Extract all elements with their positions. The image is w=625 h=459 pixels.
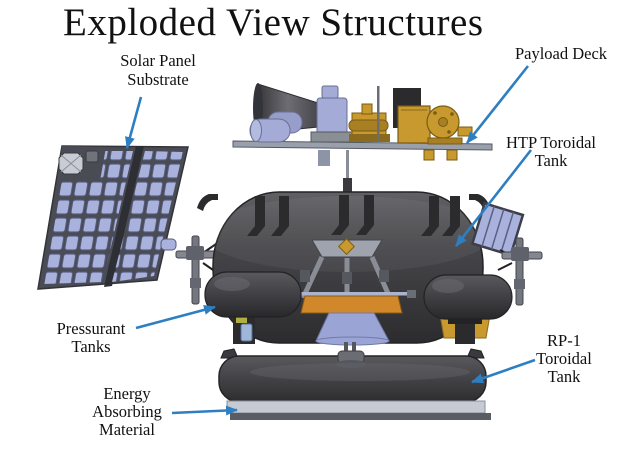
antenna-rod bbox=[377, 86, 380, 142]
camera-pedestal bbox=[310, 131, 354, 143]
pump-base bbox=[349, 134, 390, 142]
wing-slat bbox=[490, 208, 505, 250]
label-line: Substrate bbox=[127, 70, 188, 89]
panel-connector-cell bbox=[160, 238, 177, 251]
cylinder-end-cap bbox=[250, 119, 262, 142]
boom-hub bbox=[186, 246, 204, 260]
port-base bbox=[336, 360, 366, 368]
wheel-hub bbox=[438, 117, 448, 127]
leader-arrows bbox=[125, 65, 536, 416]
htp-toroidal-tank bbox=[175, 150, 543, 346]
label-line: Toroidal bbox=[536, 349, 592, 368]
port-pin bbox=[344, 342, 348, 352]
wing-slat bbox=[500, 211, 515, 253]
pressurant-tank-right bbox=[423, 274, 513, 344]
engine-mount-plate bbox=[300, 295, 403, 314]
gimbal-hub bbox=[338, 238, 355, 255]
label-line: Tank bbox=[548, 367, 582, 386]
label-pressurant-tanks: Pressurant Tanks bbox=[57, 319, 126, 356]
solar-cell-grid-left bbox=[44, 151, 133, 284]
leader-arrow-htp-tank bbox=[454, 149, 533, 247]
label-line: HTP Toroidal bbox=[506, 133, 596, 152]
tank-sheen bbox=[250, 363, 470, 381]
tank-sheen bbox=[432, 279, 464, 293]
payload-deck bbox=[232, 83, 493, 166]
label-energy-absorbing-material: Energy Absorbing Material bbox=[92, 384, 162, 439]
label-payload-deck: Payload Deck bbox=[515, 44, 608, 63]
boom-hub bbox=[511, 247, 529, 261]
thruster-boom-left bbox=[175, 235, 217, 305]
page-title: Exploded View Structures bbox=[63, 1, 484, 44]
thruster-boom-right bbox=[497, 237, 543, 306]
wing-slat bbox=[481, 206, 495, 247]
strut-joint bbox=[342, 272, 352, 284]
energy-layer bbox=[226, 400, 486, 414]
label-line: Material bbox=[99, 420, 155, 439]
wheel-bolt bbox=[450, 112, 454, 116]
wheel-bolt bbox=[433, 111, 437, 115]
deck-under-tab bbox=[318, 150, 330, 166]
valve-fitting bbox=[236, 315, 247, 323]
solar-panel bbox=[37, 145, 189, 290]
battery-box bbox=[397, 105, 431, 144]
label-line: Payload Deck bbox=[515, 44, 608, 63]
boom-canister bbox=[190, 278, 201, 288]
pressurant-tank-left bbox=[204, 271, 302, 344]
leader-arrow-solar-panel bbox=[125, 96, 143, 149]
energy-absorbing-material bbox=[226, 400, 491, 420]
under-deck-fitting bbox=[446, 149, 458, 161]
label-line: Energy bbox=[103, 384, 151, 403]
tank-highlight bbox=[203, 196, 493, 272]
label-htp-toroidal-tank: HTP Toroidal Tank bbox=[506, 133, 596, 170]
label-line: RP-1 bbox=[547, 331, 581, 350]
pump-top-fitting bbox=[361, 103, 373, 115]
drain-fitting bbox=[240, 323, 253, 342]
label-line: Tanks bbox=[71, 337, 110, 356]
leader-arrow-pressurant-tanks bbox=[135, 304, 216, 330]
side-fitting bbox=[457, 126, 473, 137]
label-line: Solar Panel bbox=[120, 51, 196, 70]
label-line: Absorbing bbox=[92, 402, 162, 421]
strut-joint bbox=[300, 270, 310, 282]
panel-fold-gap bbox=[104, 146, 144, 287]
pressurant-tank-body bbox=[204, 271, 302, 318]
propellant-feed-line bbox=[287, 292, 413, 296]
folded-solar-wing bbox=[470, 201, 525, 257]
base-strip bbox=[230, 413, 491, 420]
hub-cross-line bbox=[60, 154, 82, 173]
label-line: Pressurant bbox=[57, 319, 126, 338]
rod-collar bbox=[343, 178, 352, 192]
leg-crossbar bbox=[448, 316, 482, 324]
label-line: Tank bbox=[535, 151, 569, 170]
leader-arrow-rp1-tank bbox=[471, 358, 536, 384]
leader-arrow-energy-material bbox=[171, 405, 238, 416]
engine-gimbal bbox=[300, 238, 393, 303]
camera-cap bbox=[321, 85, 339, 99]
boom-canister bbox=[514, 279, 525, 289]
label-solar-panel-substrate: Solar Panel Substrate bbox=[120, 51, 196, 89]
solar-cell-grid-right bbox=[112, 151, 183, 282]
label-rp1-toroidal-tank: RP-1 Toroidal Tank bbox=[536, 331, 592, 386]
port-pin bbox=[352, 342, 356, 352]
wheel-bolt bbox=[447, 130, 451, 134]
pump-barrel bbox=[348, 119, 389, 132]
wheel-mount bbox=[427, 137, 463, 145]
panel-hinge-block bbox=[85, 150, 99, 163]
under-deck-fitting bbox=[423, 149, 435, 161]
feed-line-fitting-right bbox=[407, 290, 416, 298]
leader-arrow-payload-deck bbox=[465, 65, 530, 144]
rp1-toroidal-tank bbox=[218, 342, 487, 403]
strut-joint bbox=[379, 270, 389, 282]
tank-end-hook-left bbox=[197, 194, 218, 211]
tank-sheen bbox=[214, 277, 250, 291]
